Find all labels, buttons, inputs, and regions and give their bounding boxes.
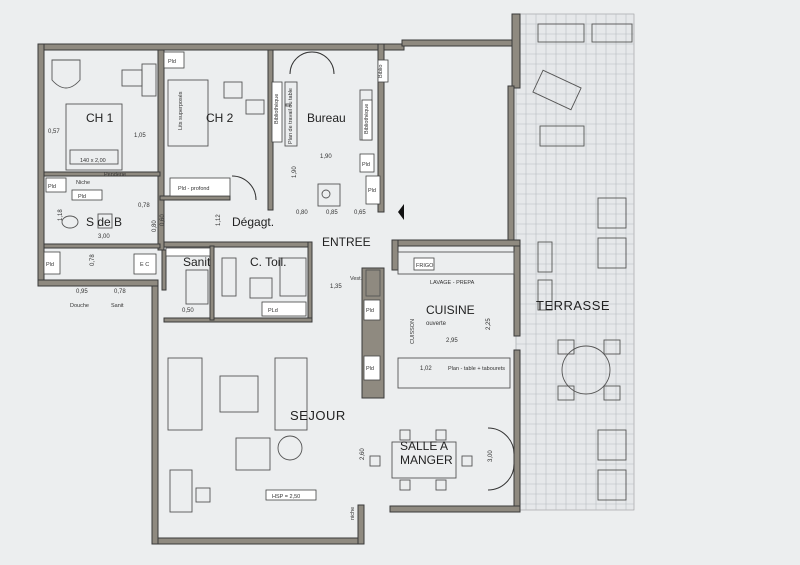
biblio-box bbox=[377, 59, 389, 83]
room-labels: CH 1 CH 2 Bureau S de B Dégagt. ENTREE S… bbox=[86, 111, 610, 467]
hsp-label: HSP = 2,50 bbox=[272, 494, 300, 500]
pld-label: Pld bbox=[48, 184, 56, 190]
dim: 1,12 bbox=[216, 214, 222, 226]
dim: 0,78 bbox=[90, 254, 96, 266]
entrance-arrow-icon bbox=[398, 204, 404, 220]
biblio-label: Biblio bbox=[378, 65, 384, 78]
pld-label: Pld bbox=[368, 188, 376, 194]
dim: 2,25 bbox=[486, 318, 492, 330]
dim: 0,78 bbox=[114, 289, 126, 295]
pld-profond-label: Pld - profond bbox=[178, 186, 210, 192]
room-degagt: Dégagt. bbox=[232, 215, 274, 229]
room-sejour: SEJOUR bbox=[290, 408, 346, 423]
pld-label: Pld bbox=[362, 162, 370, 168]
room-ctoil: C. Toil. bbox=[250, 255, 286, 269]
pld-label: Pld bbox=[366, 366, 374, 372]
dim: 1,90 bbox=[320, 154, 332, 160]
pld-box bbox=[43, 251, 61, 275]
pld-box bbox=[359, 153, 375, 173]
dim: 0,80 bbox=[152, 220, 158, 232]
bed-size: 140 x 2,00 bbox=[80, 158, 106, 164]
sanit-dim-label: Sanit bbox=[111, 303, 124, 309]
dim: 0,65 bbox=[354, 210, 366, 216]
pld-box bbox=[363, 299, 381, 321]
furniture bbox=[51, 23, 633, 513]
niche-label-2: niche bbox=[350, 507, 356, 520]
bibliotheque-label-2: Bibliothèque bbox=[364, 104, 370, 134]
room-ch2: CH 2 bbox=[206, 111, 234, 125]
storage-boxes: Pld Pld Pld Pld Pld - profond Pld Pld Pl… bbox=[43, 51, 435, 381]
dim: 2,95 bbox=[446, 338, 458, 344]
terrasse-grid bbox=[515, 13, 635, 511]
pld-mixed-label: PLd bbox=[268, 308, 278, 314]
bibliotheque-shelf bbox=[165, 247, 211, 257]
dim: 0,80 bbox=[296, 210, 308, 216]
dim: 1,02 bbox=[420, 366, 432, 372]
frigo-label: FRIGO bbox=[416, 263, 434, 269]
dim: 1,18 bbox=[58, 209, 64, 221]
ec-box bbox=[133, 253, 157, 275]
dim: 0,57 bbox=[48, 129, 60, 135]
pld-profond-box bbox=[169, 177, 231, 197]
niche-label: Niche bbox=[76, 180, 90, 186]
pld-label: Pld bbox=[168, 59, 176, 65]
room-ch1: CH 1 bbox=[86, 111, 114, 125]
penderie-label: Penderie bbox=[104, 172, 126, 178]
plan-table-label: Plan - table + tabourets bbox=[448, 366, 505, 372]
dim: 0,78 bbox=[138, 203, 150, 209]
annotations: Lits superposés 140 x 2,00 Penderie Nich… bbox=[70, 65, 505, 520]
dim: 1,05 bbox=[134, 133, 146, 139]
dim: 0,95 bbox=[76, 289, 88, 295]
dim: 1,35 bbox=[330, 284, 342, 290]
frigo-box bbox=[413, 257, 435, 271]
hsp-box bbox=[265, 489, 317, 501]
room-sdeb: S de B bbox=[86, 215, 122, 229]
vest-label: Vest. bbox=[350, 276, 363, 282]
dim: 3,00 bbox=[98, 234, 110, 240]
pld-box bbox=[363, 355, 381, 381]
terrasse-wall bbox=[507, 85, 515, 241]
bibliotheque-label: Bibliothèque bbox=[274, 94, 280, 124]
pld-label: Pld bbox=[46, 262, 54, 268]
pld-box bbox=[45, 177, 67, 193]
pld-box bbox=[261, 301, 307, 317]
dim: 3,00 bbox=[488, 450, 494, 462]
room-cuisine-sub: ouverte bbox=[426, 321, 447, 327]
bibliotheque-box bbox=[271, 81, 283, 143]
pld-label: Pld bbox=[78, 194, 86, 200]
room-terrasse: TERRASSE bbox=[536, 298, 610, 313]
plan-travail-label: Plan de travail ou table bbox=[288, 88, 294, 144]
dim: 2,60 bbox=[360, 448, 366, 460]
dim: 0,60 bbox=[160, 214, 166, 226]
pld-box bbox=[71, 189, 103, 201]
pld-box bbox=[365, 175, 381, 205]
dim: 1,90 bbox=[292, 166, 298, 178]
room-bureau: Bureau bbox=[307, 111, 346, 125]
room-salle2: MANGER bbox=[400, 453, 453, 467]
room-ec: E C bbox=[140, 262, 149, 268]
dim: 0,85 bbox=[326, 210, 338, 216]
room-cuisine: CUISINE bbox=[426, 303, 475, 317]
room-sanit: Sanit bbox=[183, 255, 211, 269]
pld-box bbox=[163, 51, 185, 69]
room-salle1: SALLE A bbox=[400, 439, 448, 453]
cuisson-label: CUISSON bbox=[410, 319, 416, 344]
douche-label: Douche bbox=[70, 303, 89, 309]
lits-label: Lits superposés bbox=[178, 91, 184, 130]
bibliotheque-box bbox=[361, 99, 373, 141]
dimensions: 0,57 1,05 0,78 3,00 1,18 0,80 1,90 1,90 … bbox=[48, 129, 494, 462]
lavage-label: LAVAGE - PREPA bbox=[430, 280, 475, 286]
pld-label: Pld bbox=[366, 308, 374, 314]
dim: 0,50 bbox=[182, 308, 194, 314]
room-entree: ENTREE bbox=[322, 235, 371, 249]
